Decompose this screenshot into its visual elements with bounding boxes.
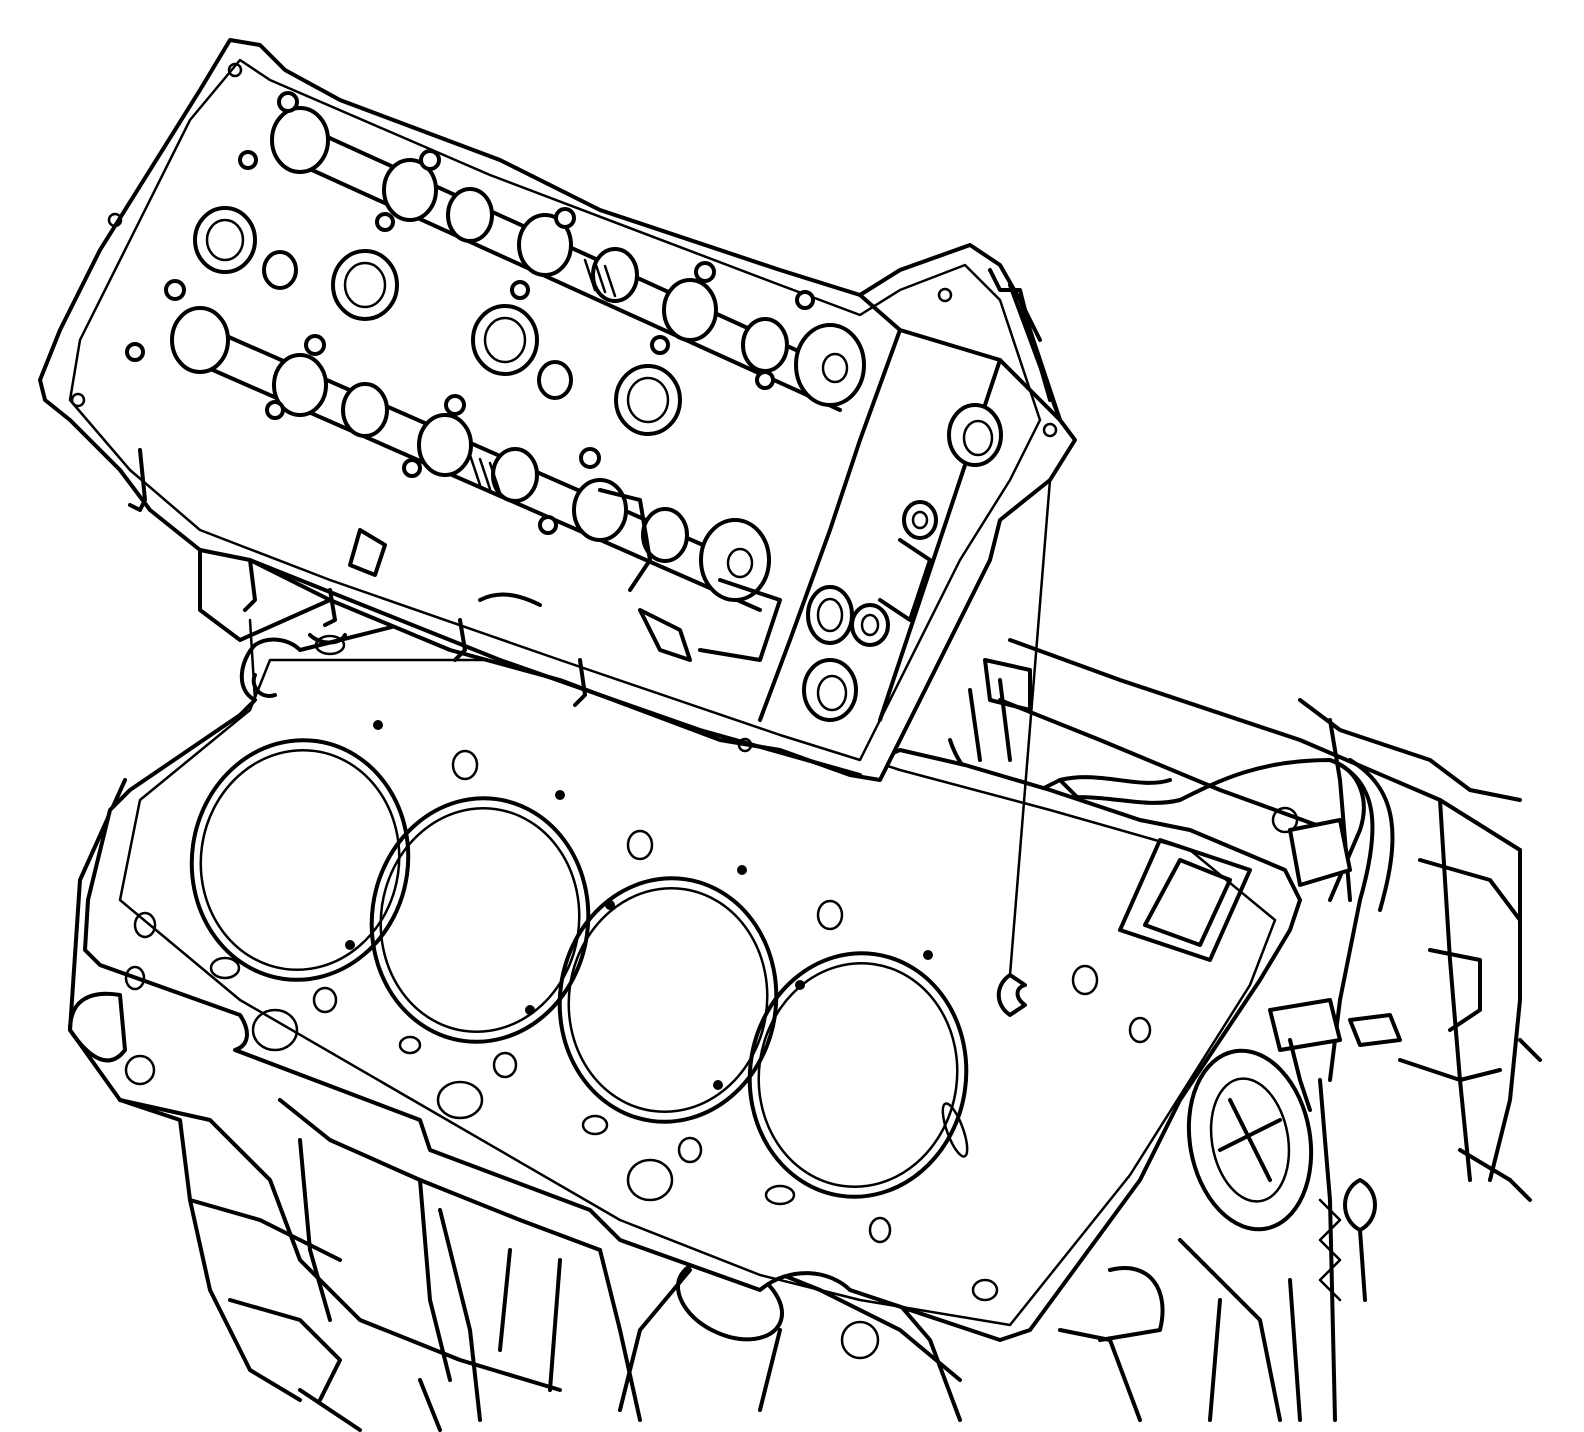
- guide-lines: [248, 478, 1052, 977]
- cylinder-head: [38, 38, 1077, 782]
- head-gasket: [83, 598, 1302, 1342]
